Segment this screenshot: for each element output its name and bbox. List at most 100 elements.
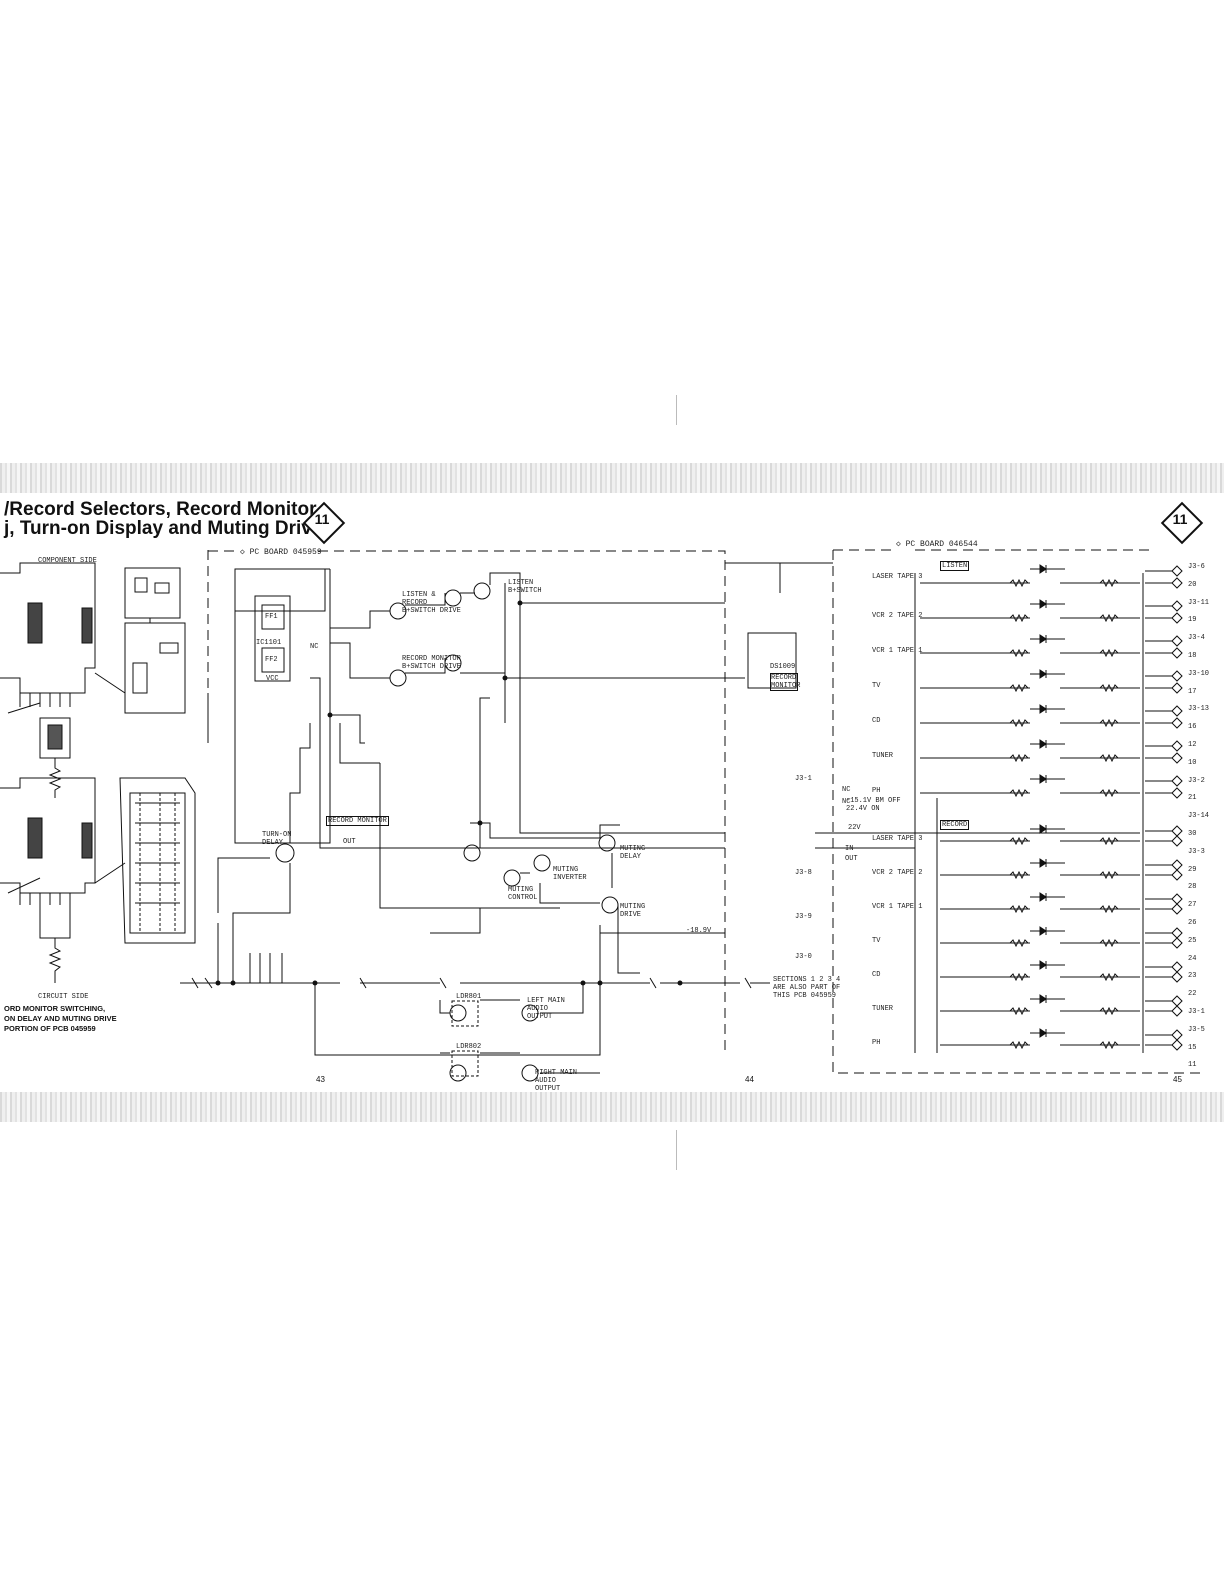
input-name: TUNER	[872, 752, 894, 760]
connector-diamond	[1171, 787, 1183, 799]
connector-label: 30	[1188, 830, 1197, 838]
scan-noise-bottom	[0, 1092, 1224, 1122]
input-name: CD	[872, 717, 881, 725]
page-number-43: 43	[316, 1075, 325, 1084]
muting-delay-label: MUTING DELAY	[620, 845, 646, 861]
rail-22v-label: 22V	[848, 824, 861, 832]
fold-mark-top	[676, 395, 677, 425]
muting-control-label: MUTING CONTROL	[508, 886, 538, 902]
connector-diamond	[1171, 893, 1183, 905]
connector-diamond	[1171, 903, 1183, 915]
schematic-wiring	[0, 549, 1200, 1082]
connector-label: J3-3	[1188, 847, 1205, 856]
connector-label: J3-4	[1188, 634, 1205, 643]
ds1009-label: DS1009	[770, 663, 796, 671]
q1103-label: LISTEN & RECORD B+SWITCH DRIVE	[402, 591, 461, 615]
input-name: PH	[872, 787, 881, 795]
connector-label: 16	[1188, 723, 1197, 732]
selector-resistor	[1009, 613, 1029, 623]
selector-resistor	[1009, 683, 1029, 693]
connector-label: 29	[1188, 865, 1197, 874]
connector-label: J3-2	[1188, 776, 1205, 785]
j3-9-label: J3-9	[795, 913, 812, 921]
selector-out-resistor	[1099, 753, 1119, 763]
connector-label: J3-13	[1188, 705, 1210, 714]
ic-label: IC1101	[256, 639, 282, 647]
connector-diamond	[1171, 971, 1183, 983]
record-input-name: TV	[872, 937, 881, 945]
right-main-label: RIGHT MAIN AUDIO OUTPUT	[535, 1069, 578, 1093]
connector-label: 20	[1188, 580, 1197, 589]
record-resistor	[1009, 904, 1029, 914]
turn-on-delay-label: TURN-ON DELAY	[262, 831, 292, 847]
component-side-caption: COMPONENT SIDE	[38, 557, 97, 565]
record-monitor-lamp-label: RECORD MONITOR	[770, 673, 801, 691]
connector-diamond	[1171, 1039, 1183, 1051]
j3-0-label: J3-0	[795, 953, 812, 961]
caption-line-1: ORD MONITOR SWITCHING,	[4, 1004, 106, 1013]
input-name: VCR 1 TAPE 1	[872, 647, 923, 655]
scan-noise-top	[0, 463, 1224, 493]
connector-label: 23	[1188, 972, 1197, 981]
j3-8-label: J3-8	[795, 869, 812, 877]
connector-diamond	[1171, 775, 1183, 787]
selector-out-resistor	[1099, 683, 1119, 693]
muting-drive-label: MUTING DRIVE	[620, 903, 646, 919]
rail-18v-label: -18.9V	[686, 927, 712, 935]
connector-diamond	[1171, 565, 1183, 577]
record-out-resistor	[1099, 836, 1119, 846]
selector-out-resistor	[1099, 788, 1119, 798]
vcc-label: VCC	[266, 675, 279, 683]
connector-diamond	[1171, 825, 1183, 837]
nc-2-label: NC	[842, 798, 851, 806]
selector-resistor	[1009, 578, 1029, 588]
connector-diamond	[1171, 705, 1183, 717]
record-out-resistor	[1099, 1006, 1119, 1016]
selector-resistor	[1009, 718, 1029, 728]
connector-label: J3-11	[1188, 598, 1210, 607]
muting-inverter-label: MUTING INVERTER	[553, 866, 587, 882]
in-label: IN	[845, 845, 854, 853]
record-input-name: CD	[872, 971, 881, 979]
connector-diamond	[1171, 670, 1183, 682]
record-out-resistor	[1099, 938, 1119, 948]
selector-out-resistor	[1099, 613, 1119, 623]
nc-1-label: NC	[842, 786, 851, 794]
page-number-45: 45	[1173, 1075, 1182, 1084]
schematic-sheet: /Record Selectors, Record Monitor j, Tur…	[0, 493, 1224, 1093]
connector-label: 18	[1188, 652, 1197, 660]
connector-diamond	[1171, 927, 1183, 939]
section-marker-left: ◇	[240, 548, 250, 557]
connector-diamond	[1171, 647, 1183, 659]
connector-diamond	[1171, 682, 1183, 694]
connector-diamond	[1171, 577, 1183, 589]
fold-mark-bottom	[676, 1130, 677, 1170]
selector-out-resistor	[1099, 578, 1119, 588]
connector-label: 27	[1188, 901, 1197, 910]
input-selector-rows	[920, 564, 1183, 1051]
record-monitor-switch-label: RECORD MONITOR	[326, 816, 389, 826]
connector-diamond	[1171, 859, 1183, 871]
input-name: LASER TAPE 3	[872, 573, 923, 581]
connector-diamond	[1171, 635, 1183, 647]
nc-label: NC	[310, 643, 319, 651]
connector-diamond	[1171, 1005, 1183, 1017]
q1104-label: RECORD MONITOR B+SWITCH DRIVE	[402, 655, 461, 671]
record-input-name: VCR 1 TAPE 1	[872, 903, 923, 911]
record-input-name: VCR 2 TAPE 2	[872, 869, 923, 877]
record-tag: RECORD	[940, 820, 970, 830]
selector-resistor	[1009, 788, 1029, 798]
connector-label: 17	[1188, 687, 1197, 696]
connector-diamond	[1171, 740, 1183, 752]
section-badge-right: 11	[1160, 501, 1204, 545]
connector-label: J3-5	[1188, 1025, 1205, 1034]
connector-diamond	[1171, 717, 1183, 729]
connector-label: 28	[1188, 883, 1197, 892]
connector-label: 12	[1188, 741, 1197, 749]
selector-out-resistor	[1099, 648, 1119, 658]
record-out-resistor	[1099, 870, 1119, 880]
connector-label: 24	[1188, 954, 1197, 963]
record-out-resistor	[1099, 1040, 1119, 1050]
connector-diamond	[1171, 612, 1183, 624]
ldr802-label: LDR802	[456, 1043, 482, 1051]
